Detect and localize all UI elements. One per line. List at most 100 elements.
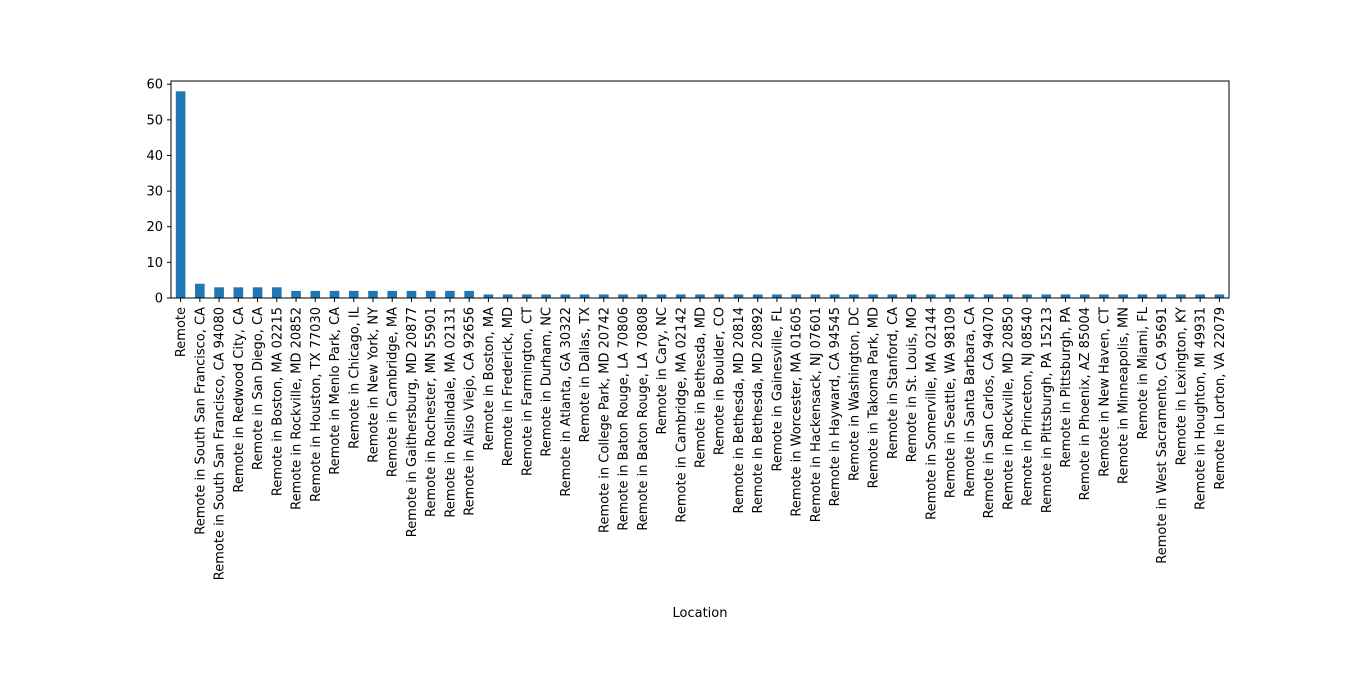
- bar: [945, 294, 955, 298]
- bar: [406, 290, 417, 298]
- bar: [599, 294, 609, 298]
- bars-layer: [175, 91, 1225, 298]
- x-tick-label: Remote in Hayward, CA 94545: [828, 307, 843, 506]
- bar: [810, 294, 821, 298]
- y-tick-label: 60: [146, 78, 163, 93]
- bar: [1137, 294, 1148, 298]
- x-tick-label: Remote in Cambridge, MA: [386, 307, 401, 477]
- x-tick-label: Remote in South San Francisco, CA: [193, 307, 208, 535]
- x-tick-label: Remote in Bethesda, MD 20892: [751, 307, 766, 514]
- bar: [695, 294, 705, 298]
- x-tick-label: Remote in Seattle, WA 98109: [944, 307, 959, 498]
- x-tick-label: Remote in San Diego, CA: [251, 307, 266, 470]
- x-tick-label: Remote in Worcester, MA 01605: [790, 307, 805, 517]
- bar: [368, 290, 378, 298]
- x-tick-label: Remote in San Carlos, CA 94070: [982, 307, 997, 518]
- x-axis-title: Location: [673, 606, 728, 621]
- bar: [464, 290, 474, 298]
- x-tick-label: Remote in Redwood City, CA: [232, 307, 247, 493]
- bar: [1176, 294, 1186, 298]
- x-tick-label: Remote in South San Francisco, CA 94080: [213, 307, 228, 580]
- bar: [1195, 294, 1205, 298]
- x-tick-label: Remote in Menlo Park, CA: [328, 307, 343, 475]
- bar: [560, 294, 571, 298]
- x-tick-label: Remote in Hackensack, NJ 07601: [809, 307, 824, 522]
- x-tick-label: Remote in Lorton, VA 22079: [1213, 307, 1228, 490]
- bar: [291, 290, 301, 298]
- x-tick-label: Remote in Atlanta, GA 30322: [559, 307, 574, 497]
- y-tick-label: 30: [146, 185, 163, 200]
- x-tick-label: Remote in Rockville, MD 20852: [290, 307, 305, 510]
- y-tick-label: 40: [146, 149, 163, 164]
- x-tick-label: Remote in Takoma Park, MD: [867, 307, 882, 488]
- bar: [752, 294, 763, 298]
- x-tick-label: Remote in Cary, NC: [655, 307, 670, 434]
- x-tick-label: Remote in Rochester, MN 55901: [424, 307, 439, 517]
- x-tick-label: Remote in Cambridge, MA 02142: [674, 307, 689, 523]
- bar: [618, 294, 628, 298]
- bar: [1079, 294, 1090, 298]
- bar: [1060, 294, 1071, 298]
- x-tick-label: Remote in Lexington, KY: [1174, 307, 1189, 465]
- bar: [329, 290, 340, 298]
- x-tick-label: Remote in Minneapolis, MN: [1117, 307, 1132, 484]
- x-tick-label: Remote in Houston, TX 77030: [309, 307, 324, 502]
- x-tick-label: Remote in Washington, DC: [847, 307, 862, 481]
- x-tick-label: Remote in Phoenix, AZ 85004: [1078, 307, 1093, 500]
- x-tick-label: Remote in Bethesda, MD: [694, 307, 709, 468]
- x-tick-label: Remote in New Haven, CT: [1097, 307, 1112, 477]
- bar: [387, 290, 398, 298]
- x-tick-label: Remote in Dallas, TX: [578, 307, 593, 442]
- bar: [310, 290, 321, 298]
- bar: [1099, 294, 1109, 298]
- bar: [1041, 294, 1052, 298]
- x-tick-label: Remote in Baton Rouge, LA 70808: [636, 307, 651, 531]
- bar: [214, 287, 224, 298]
- x-tick-label: Remote in Santa Barbara, CA: [963, 307, 978, 497]
- bar: [1118, 294, 1129, 298]
- x-tick-label: Remote in New York, NY: [366, 307, 381, 463]
- x-tick-label: Remote in Farmington, CT: [520, 307, 535, 476]
- bar: [445, 290, 455, 298]
- bar: [791, 294, 801, 298]
- bar: [1156, 294, 1167, 298]
- x-tick-label: Remote in Gaithersburg, MD 20877: [405, 307, 420, 537]
- plot-frame: [170, 80, 1230, 299]
- bar: [964, 294, 975, 298]
- bar: [829, 294, 840, 298]
- x-tick-label: Remote in Boston, MA: [482, 307, 497, 451]
- bar: [348, 290, 359, 298]
- x-tick-label: Remote in Somerville, MA 02144: [924, 307, 939, 520]
- bar: [252, 287, 263, 298]
- x-tick-label: Remote in Frederick, MD: [501, 307, 516, 466]
- x-tick-label: Remote in Pittsburgh, PA: [1059, 307, 1074, 468]
- bar: [1214, 294, 1225, 298]
- bar: [425, 290, 436, 298]
- x-tick-label: Remote in Bethesda, MD 20814: [732, 307, 747, 514]
- x-tick-label: Remote in Chicago, IL: [347, 306, 362, 449]
- x-tick-label: Remote in Rockville, MD 20850: [1001, 307, 1016, 510]
- y-tick-label: 20: [146, 220, 163, 235]
- bar: [579, 294, 590, 298]
- bar: [233, 287, 244, 298]
- bar: [522, 294, 532, 298]
- bar: [675, 294, 686, 298]
- bar: [849, 294, 859, 298]
- bar: [772, 294, 782, 298]
- bar: [175, 91, 186, 298]
- bar: [714, 294, 725, 298]
- bar: [906, 294, 917, 298]
- bar: [1002, 294, 1013, 298]
- bar: [868, 294, 878, 298]
- x-tick-label: Remote in Boston, MA 02215: [270, 307, 285, 496]
- bar: [483, 294, 494, 298]
- x-tick-label: Remote in Roslindale, MA 02131: [443, 307, 458, 518]
- x-tick-label: Remote in West Sacramento, CA 95691: [1155, 307, 1170, 564]
- bar: [195, 283, 205, 298]
- x-tick-label: Remote in Pittsburgh, PA 15213: [1040, 307, 1055, 513]
- bar: [637, 294, 648, 298]
- x-tick-label: Remote in Gainesville, FL: [770, 306, 785, 471]
- bar: [926, 294, 936, 298]
